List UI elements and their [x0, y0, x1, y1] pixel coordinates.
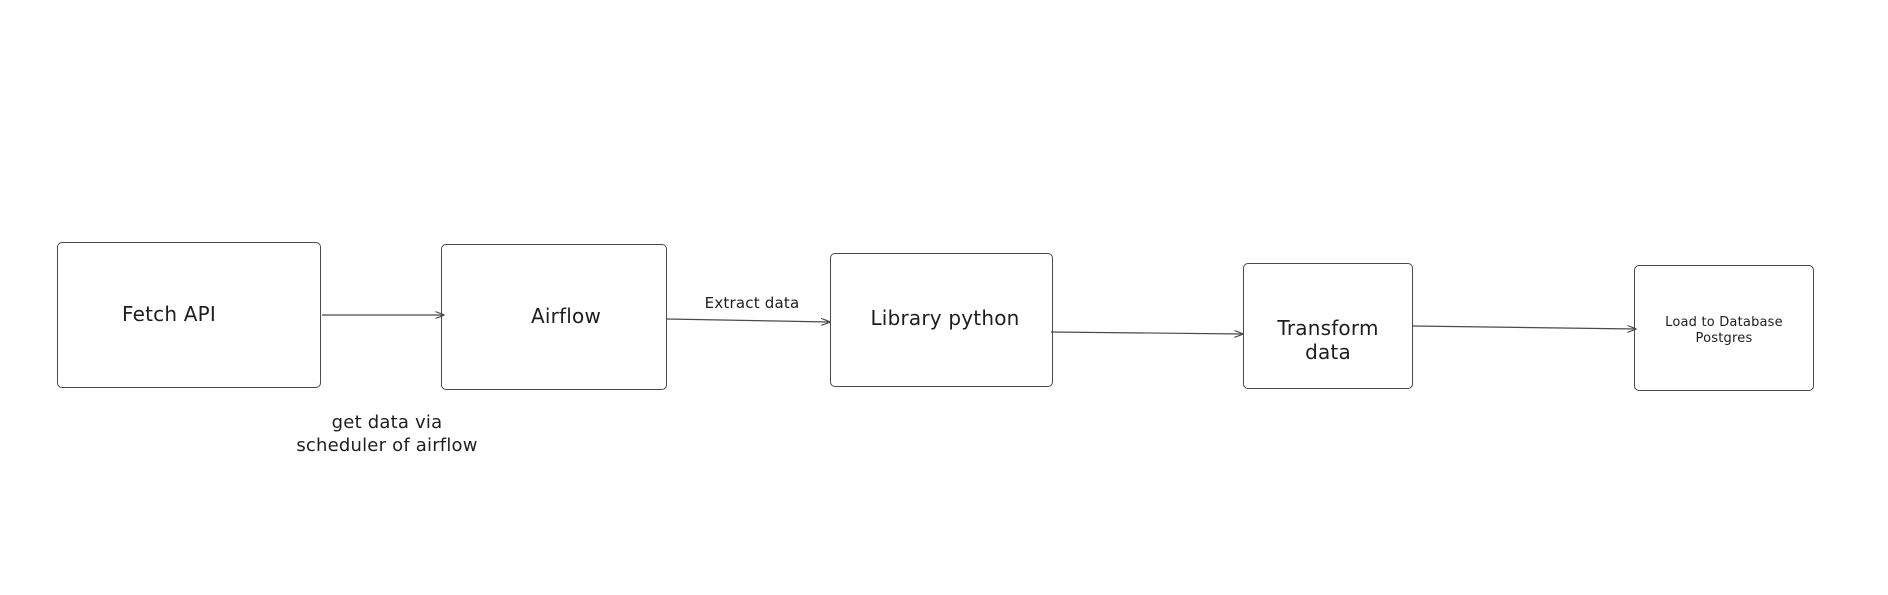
transform-data-node[interactable]	[1243, 263, 1413, 389]
arrow-library-to-transform[interactable]	[1050, 332, 1243, 334]
fetch-api-label: Fetch API	[121, 302, 217, 326]
transform-data-label: Transform data	[1277, 316, 1379, 364]
load-to-database-node[interactable]	[1634, 265, 1814, 391]
arrow-airflow-to-library[interactable]	[666, 319, 830, 322]
airflow-node[interactable]	[441, 244, 667, 390]
airflow-label: Airflow	[530, 304, 602, 328]
extract-data-edge-label: Extract data	[704, 294, 800, 312]
fetch-api-node[interactable]	[57, 242, 321, 388]
scheduler-annotation: get data via scheduler of airflow	[296, 412, 478, 456]
library-python-node[interactable]	[830, 253, 1053, 387]
load-to-database-label: Load to Database Postgres	[1665, 315, 1783, 346]
arrow-transform-to-load[interactable]	[1412, 326, 1636, 329]
library-python-label: Library python	[870, 306, 1020, 330]
